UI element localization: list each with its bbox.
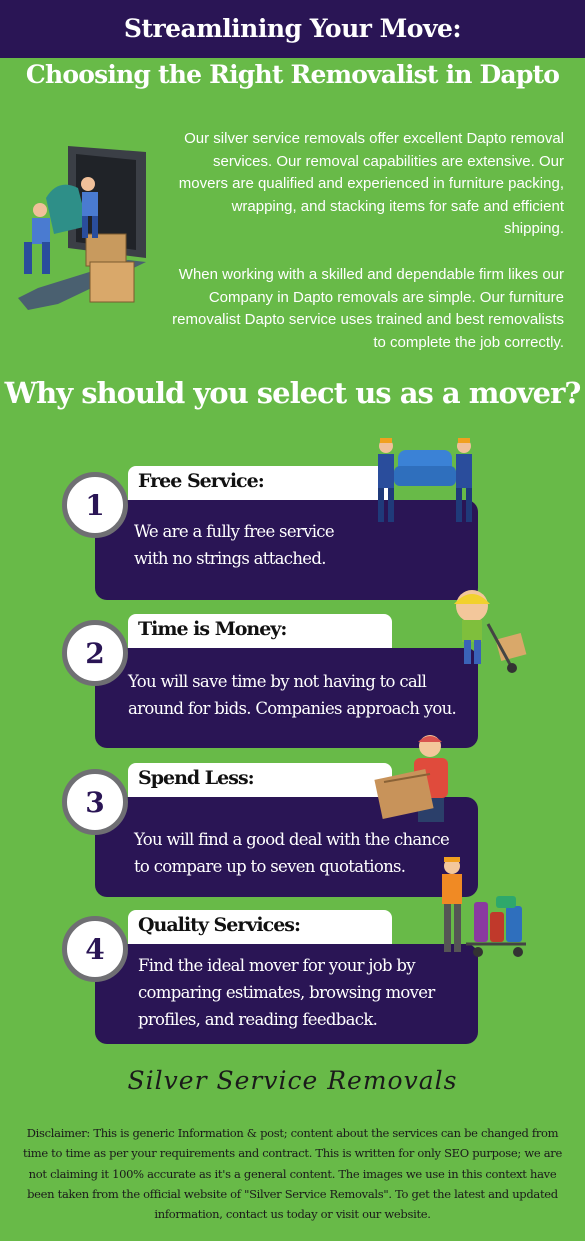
reason-title-tab: Time is Money: <box>128 614 392 648</box>
intro-paragraph-1: Our silver service removals offer excell… <box>178 130 564 238</box>
reason-title-tab: Spend Less: <box>128 763 392 797</box>
intro-paragraph-2: When working with a skilled and dependab… <box>172 266 564 351</box>
reason-title: Spend Less: <box>138 767 255 789</box>
reason-number: 3 <box>85 786 105 819</box>
reason-text: You will save time by not having to call… <box>128 672 457 718</box>
reason-number-circle: 4 <box>62 916 128 982</box>
movers-carrying-sofa-illustration <box>378 438 472 522</box>
why-heading: Why should you select us as a mover? <box>4 376 582 410</box>
page-title-line1: Streamlining Your Move: <box>123 14 462 43</box>
reason-card-body <box>95 648 478 748</box>
reason-card-body <box>95 797 478 897</box>
reason-title-tab: Free Service: <box>128 466 392 500</box>
reason-text: You will find a good deal with the chanc… <box>134 830 450 876</box>
reason-text: Find the ideal mover for your job by com… <box>138 956 435 1029</box>
reason-number-circle: 2 <box>62 620 128 686</box>
reason-card-1: Free Service: 1 We are a fully free serv… <box>62 466 482 600</box>
worker-with-trolley-illustration <box>454 590 527 673</box>
reason-number: 2 <box>85 637 105 670</box>
reason-title: Time is Money: <box>138 618 287 640</box>
brand-signature: Silver Service Removals <box>127 1066 458 1095</box>
reason-title: Free Service: <box>138 470 265 492</box>
reason-number-circle: 3 <box>62 769 128 835</box>
reason-card-body <box>95 500 478 600</box>
reason-title-tab: Quality Services: <box>128 910 392 944</box>
reason-card-body <box>95 944 478 1044</box>
reason-card-2: Time is Money: 2 You will save time by n… <box>62 614 482 748</box>
reason-number: 4 <box>85 933 105 966</box>
header-bar <box>0 0 585 58</box>
reason-title: Quality Services: <box>138 914 301 936</box>
worker-with-box-illustration <box>374 735 448 822</box>
reason-card-3: Spend Less: 3 You will find a good deal … <box>62 763 482 897</box>
page-title-line2: Choosing the Right Removalist in Dapto <box>25 60 560 89</box>
disclaimer-text: Disclaimer: This is generic Information … <box>23 1126 562 1222</box>
reason-number: 1 <box>85 489 105 522</box>
reason-text: We are a fully free service with no stri… <box>134 522 335 568</box>
worker-with-luggage-cart-illustration <box>442 857 526 957</box>
reason-card-4: Quality Services: 4 Find the ideal mover… <box>62 910 482 1044</box>
truck-movers-illustration <box>18 146 146 310</box>
reason-number-circle: 1 <box>62 472 128 538</box>
